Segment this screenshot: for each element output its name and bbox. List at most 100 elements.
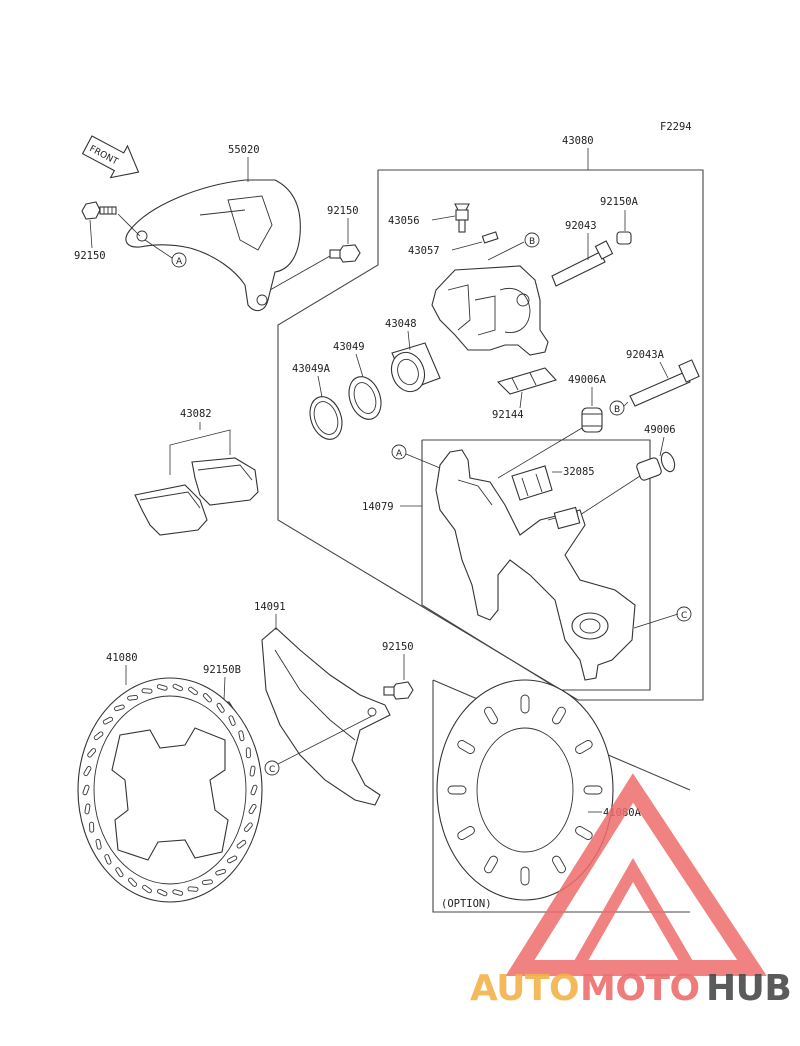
disc-slot bbox=[83, 766, 92, 777]
label-43082: 43082 bbox=[180, 408, 212, 420]
leader-43057 bbox=[451, 241, 483, 251]
leader-92150b bbox=[223, 676, 226, 701]
ref-b2-circle bbox=[609, 400, 625, 416]
part-43057-cap bbox=[481, 231, 499, 244]
ref-c1-circle bbox=[676, 606, 692, 622]
ref-a2: A bbox=[396, 449, 403, 459]
label-43080: 43080 bbox=[562, 135, 594, 147]
disc-hole bbox=[447, 785, 467, 795]
part-14079-caliper-bracket bbox=[435, 449, 636, 681]
part-32085-pad-guide bbox=[511, 465, 553, 501]
disc-slot bbox=[245, 747, 251, 759]
label-43057: 43057 bbox=[408, 245, 440, 257]
ref-b1-circle bbox=[524, 232, 540, 248]
bracket-group-frame bbox=[421, 439, 651, 691]
part-49006-collar bbox=[636, 451, 676, 481]
leader-ref-a1 bbox=[144, 239, 173, 259]
label-43056: 43056 bbox=[388, 215, 420, 227]
disc-hole bbox=[575, 740, 593, 754]
ref-c2-circle bbox=[264, 760, 280, 776]
disc-slot bbox=[202, 693, 212, 703]
leader-ref-c2 bbox=[277, 715, 373, 765]
disc-slot bbox=[172, 683, 183, 692]
disc-slot bbox=[243, 822, 253, 832]
disc-slot bbox=[95, 838, 102, 850]
leader-ref-a2 bbox=[405, 453, 441, 469]
disc-slot bbox=[238, 730, 245, 742]
part-14091-disc-guard bbox=[261, 627, 391, 806]
disc-slot bbox=[141, 688, 153, 694]
disc-slot bbox=[172, 889, 184, 896]
label-41080: 41080 bbox=[106, 652, 138, 664]
part-92150-bolt-mid bbox=[329, 244, 361, 263]
ref-a1-circle bbox=[171, 252, 187, 268]
ref-b1: B bbox=[529, 237, 535, 247]
part-92043a-pin bbox=[629, 359, 700, 407]
figure-code: F2294 bbox=[660, 121, 692, 133]
disc-slot bbox=[250, 784, 258, 796]
disc-slot bbox=[102, 716, 114, 725]
caliper-assembly-frame bbox=[277, 169, 704, 701]
ref-a2-circle bbox=[391, 444, 407, 460]
disc-slot bbox=[248, 803, 257, 814]
part-41080a-option-disc bbox=[436, 679, 614, 901]
disc-slot bbox=[249, 765, 256, 777]
label-92043a: 92043A bbox=[626, 349, 665, 361]
part-92043-pin bbox=[551, 240, 614, 287]
label-43048: 43048 bbox=[385, 318, 417, 330]
disc-slot bbox=[202, 879, 213, 885]
leader-ref-b2 bbox=[623, 401, 629, 407]
label-14091: 14091 bbox=[254, 601, 286, 613]
leader-92144 bbox=[519, 391, 523, 409]
disc-slot bbox=[236, 839, 247, 849]
part-43049-seal bbox=[348, 376, 382, 420]
disc-slot bbox=[157, 888, 168, 897]
leader-92150-left-b bbox=[117, 213, 141, 237]
front-arrow-icon: FRONT bbox=[81, 135, 140, 179]
part-41080-brake-disc bbox=[77, 677, 263, 903]
disc-slot bbox=[128, 877, 138, 887]
part-43048-piston bbox=[390, 342, 441, 393]
part-55020-caliper-guard bbox=[125, 179, 301, 312]
disc-hole bbox=[552, 706, 566, 725]
ref-c2: C bbox=[269, 765, 275, 775]
label-14079: 14079 bbox=[362, 501, 394, 513]
leader-49006-b bbox=[579, 475, 641, 516]
disc-slot bbox=[156, 684, 168, 691]
disc-41080-slots bbox=[82, 683, 258, 897]
ref-c1: C bbox=[681, 611, 687, 621]
option-label: (OPTION) bbox=[441, 898, 492, 910]
label-92144: 92144 bbox=[492, 409, 524, 421]
leader-43049 bbox=[355, 353, 364, 378]
disc-slot bbox=[104, 854, 112, 865]
label-92150-left: 92150 bbox=[74, 250, 106, 262]
disc-slot bbox=[215, 868, 226, 876]
label-92150b: 92150B bbox=[203, 664, 241, 676]
label-49006: 49006 bbox=[644, 424, 676, 436]
disc-slot bbox=[226, 855, 238, 864]
disc-slot bbox=[188, 686, 198, 696]
part-92150-bolt-left bbox=[81, 201, 117, 220]
part-43049a-seal bbox=[309, 396, 343, 440]
label-55020: 55020 bbox=[228, 144, 260, 156]
part-92150a-plug bbox=[616, 231, 632, 245]
disc-hole bbox=[520, 694, 530, 714]
disc-slot bbox=[93, 731, 104, 741]
disc-slot bbox=[127, 695, 138, 701]
label-43049a: 43049A bbox=[292, 363, 331, 375]
disc-slot bbox=[114, 704, 125, 712]
part-92150-bolt-low bbox=[383, 681, 414, 700]
part-43056-bleeder bbox=[454, 203, 470, 233]
disc-hole bbox=[484, 706, 498, 725]
ref-a1: A bbox=[176, 257, 183, 267]
leader-49006a-b bbox=[497, 427, 583, 479]
leader-43056 bbox=[431, 215, 456, 221]
leader-92150-mid-b bbox=[269, 255, 331, 291]
label-43049: 43049 bbox=[333, 341, 365, 353]
label-92150-mid: 92150 bbox=[327, 205, 359, 217]
disc-slot bbox=[84, 803, 91, 815]
leader-92043a bbox=[659, 361, 669, 379]
leader-49006 bbox=[659, 436, 665, 457]
label-92043: 92043 bbox=[565, 220, 597, 232]
